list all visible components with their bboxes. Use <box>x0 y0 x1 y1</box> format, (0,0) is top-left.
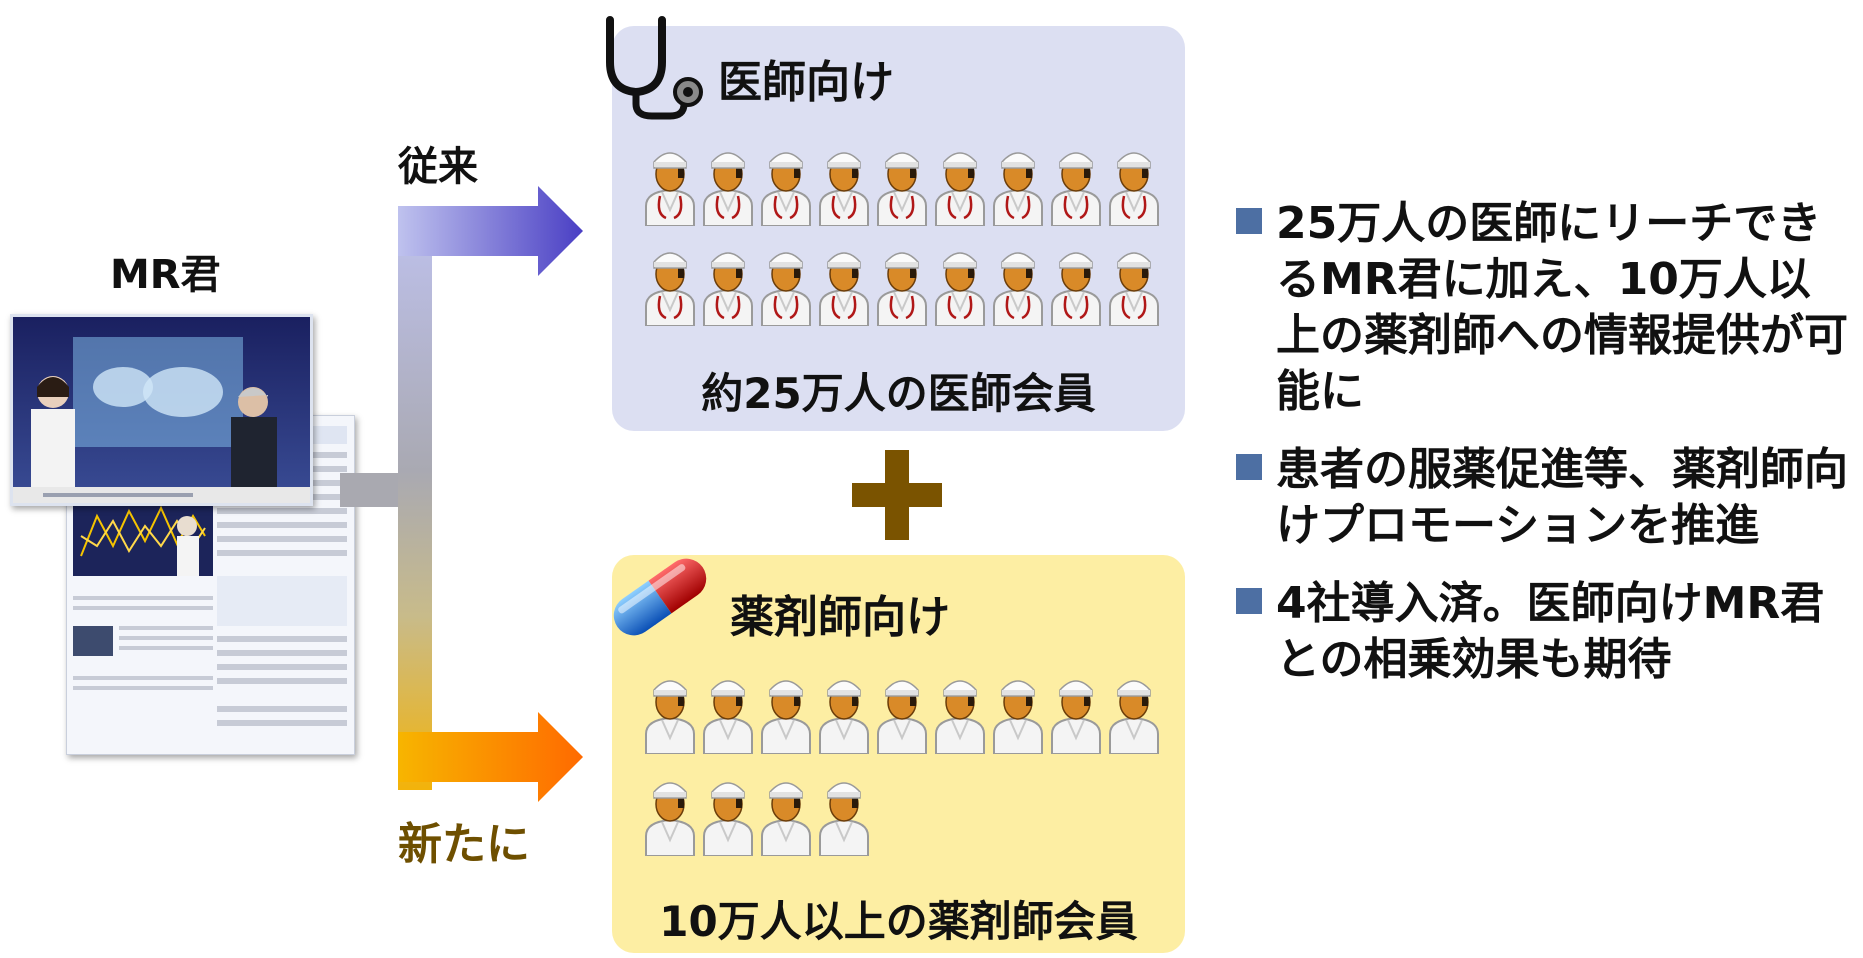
pharmacist-icon <box>645 782 695 856</box>
pharmacist-panel-title: 薬剤師向け <box>730 592 950 643</box>
bullet-list: 25万人の医師にリーチできるMR君に加え、10万人以上の薬剤師への情報提供が可能… <box>1236 196 1856 710</box>
pharmacist-icon <box>703 680 753 754</box>
capsule-icon <box>613 558 707 636</box>
bullet-item: 25万人の医師にリーチできるMR君に加え、10万人以上の薬剤師への情報提供が可能… <box>1236 196 1856 420</box>
doctor-icon <box>819 152 869 226</box>
doctor-panel-title: 医師向け <box>718 57 894 108</box>
doctor-panel <box>612 26 1185 431</box>
doctor-icon <box>1109 252 1159 326</box>
mr-video-screenshot <box>10 314 313 506</box>
mr-label: MR君 <box>110 252 221 298</box>
doctor-icon <box>761 252 811 326</box>
pharmacist-icon <box>935 680 985 754</box>
doctor-icon <box>877 152 927 226</box>
plus-icon <box>852 450 942 540</box>
doctor-icon <box>761 152 811 226</box>
doctor-icon <box>993 252 1043 326</box>
doctor-icon <box>993 152 1043 226</box>
doctor-icon <box>1109 152 1159 226</box>
doctor-icon <box>703 252 753 326</box>
doctor-icon-row-1 <box>642 140 1162 226</box>
bullet-text: 患者の服薬促進等、薬剤師向けプロモーションを推進 <box>1276 444 1848 551</box>
bullet-item: 4社導入済。医師向けMR君との相乗効果も期待 <box>1236 576 1856 688</box>
top-arrow <box>398 186 583 276</box>
doctor-icon <box>1051 252 1101 326</box>
doctor-icon <box>819 252 869 326</box>
pharmacist-icon <box>1051 680 1101 754</box>
pharmacist-icon <box>761 782 811 856</box>
pharmacist-icon <box>645 680 695 754</box>
new-label: 新たに <box>398 819 530 870</box>
bullet-text: 25万人の医師にリーチできるMR君に加え、10万人以上の薬剤師への情報提供が可能… <box>1276 198 1848 417</box>
pharmacist-icon <box>819 680 869 754</box>
doctor-icon-row-2 <box>642 240 1162 326</box>
bullet-item: 患者の服薬促進等、薬剤師向けプロモーションを推進 <box>1236 442 1856 554</box>
pharmacist-icon <box>993 680 1043 754</box>
doctor-icon <box>935 152 985 226</box>
doctor-icon <box>877 252 927 326</box>
pharmacist-icon <box>819 782 869 856</box>
doctor-panel-caption: 約25万人の医師会員 <box>701 369 1096 418</box>
bullet-text: 4社導入済。医師向けMR君との相乗効果も期待 <box>1276 578 1825 685</box>
pharmacist-icon <box>877 680 927 754</box>
doctor-icon <box>703 152 753 226</box>
flow-connector <box>340 210 432 790</box>
pharmacist-icon <box>761 680 811 754</box>
conventional-label: 従来 <box>398 144 478 190</box>
doctor-icon <box>645 252 695 326</box>
pharmacist-panel-caption: 10万人以上の薬剤師会員 <box>659 897 1138 946</box>
pharmacist-icon <box>1109 680 1159 754</box>
doctor-icon <box>1051 152 1101 226</box>
pharmacist-icon-row-1 <box>642 668 1162 754</box>
pharmacist-panel <box>612 555 1185 953</box>
pharmacist-icon-row-2 <box>642 770 872 856</box>
bullet-square-icon <box>1236 454 1262 480</box>
bottom-arrow <box>398 712 583 802</box>
stethoscope-icon <box>606 16 703 120</box>
doctor-icon <box>645 152 695 226</box>
bullet-square-icon <box>1236 208 1262 234</box>
doctor-icon <box>935 252 985 326</box>
pharmacist-icon <box>703 782 753 856</box>
bullet-square-icon <box>1236 588 1262 614</box>
